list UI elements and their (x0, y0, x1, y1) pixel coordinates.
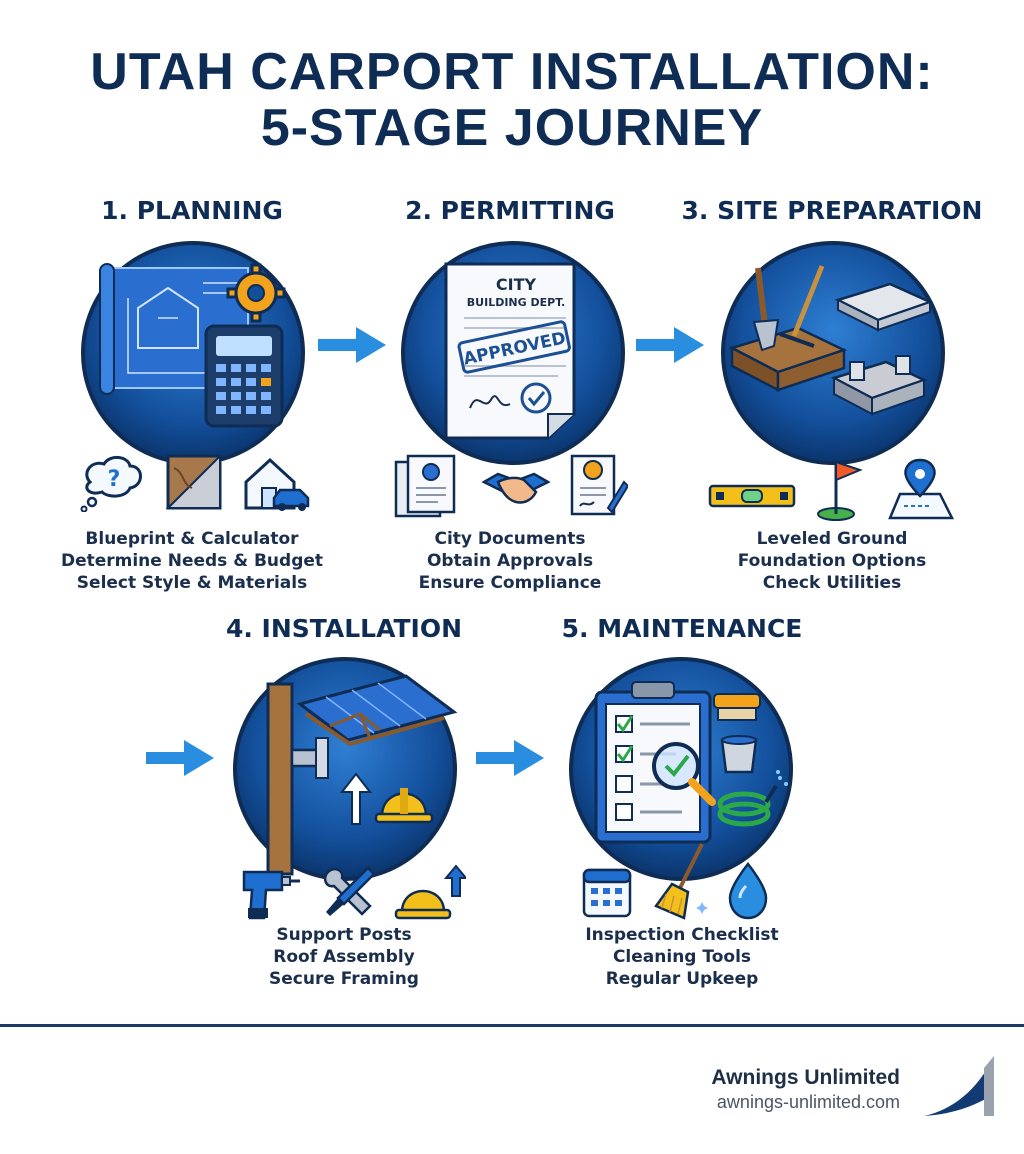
house-car-icon (244, 457, 310, 511)
stage-2-caption-line-2: Obtain Approvals (426, 551, 594, 571)
stage-2-icon-row (392, 452, 628, 518)
infographic-title-line-1: UTAH CARPORT INSTALLATION: (90, 43, 934, 101)
stage-3-illustration (718, 238, 948, 468)
stage-4-caption: Support Posts Roof Assembly Secure Frami… (174, 924, 514, 990)
stage-2-caption: City Documents Obtain Approvals Ensure C… (340, 528, 680, 594)
stage-3-caption-line-3: Check Utilities (762, 573, 902, 593)
stage-4-caption-line-2: Roof Assembly (273, 947, 415, 967)
stage-3-caption-line-1: Leveled Ground (756, 529, 908, 549)
stage-3-icon-row (706, 456, 958, 522)
stage-5-caption: Inspection Checklist Cleaning Tools Regu… (512, 924, 852, 990)
wrench-screwdriver-icon (323, 866, 376, 916)
brand-name: Awnings Unlimited (711, 1066, 900, 1089)
arrow-right-icon (146, 740, 214, 776)
survey-flag-icon (817, 460, 863, 521)
doc-city-label: CITY (496, 275, 537, 294)
stage-4-illustration (230, 654, 460, 884)
calendar-icon (582, 868, 632, 918)
documents-icon (394, 454, 456, 518)
arrow-right-icon (636, 327, 704, 363)
stage-2-caption-line-1: City Documents (434, 529, 586, 549)
thought-bubble-question-icon: ? (80, 456, 142, 512)
stage-5-caption-line-3: Regular Upkeep (605, 969, 759, 989)
svg-text:?: ? (108, 467, 121, 492)
arrow-right-icon (476, 740, 544, 776)
stage-1-illustration (78, 238, 308, 468)
stage-5-title: 5. MAINTENANCE (561, 614, 803, 643)
footer-divider (0, 1024, 1024, 1027)
stage-5-illustration (566, 654, 796, 884)
certificate-pen-icon (570, 454, 628, 516)
broom-icon (654, 843, 708, 920)
stage-3-caption: Leveled Ground Foundation Options Check … (662, 528, 1002, 594)
map-pin-icon (888, 458, 955, 520)
materials-swatch-icon (165, 453, 222, 510)
awning-logo-icon (924, 1056, 994, 1116)
arrow-right-icon (318, 327, 386, 363)
stage-1-caption-line-3: Select Style & Materials (76, 573, 308, 593)
stage-4-caption-line-1: Support Posts (276, 925, 412, 945)
stage-3-caption-line-2: Foundation Options (737, 551, 927, 571)
stage-3-title: 3. SITE PREPARATION (681, 196, 983, 225)
stage-1-icon-row: ? (78, 452, 312, 512)
spirit-level-icon (708, 484, 796, 508)
stage-1-title: 1. PLANNING (101, 196, 283, 225)
stage-1-caption-line-1: Blueprint & Calculator (85, 529, 299, 549)
stage-5-icon-row (580, 842, 770, 922)
brand-url: awnings-unlimited.com (716, 1092, 900, 1112)
infographic-title-line-2: 5-STAGE JOURNEY (260, 99, 764, 157)
power-drill-icon (242, 870, 300, 920)
stage-5-caption-line-2: Cleaning Tools (612, 947, 752, 967)
stage-2-illustration: CITY BUILDING DEPT. APPROVED (398, 238, 628, 468)
stage-1-caption-line-2: Determine Needs & Budget (60, 551, 324, 571)
stage-2-caption-line-3: Ensure Compliance (418, 573, 602, 593)
handshake-icon (481, 472, 551, 504)
hard-hat-arrow-icon (394, 864, 466, 920)
stage-1-caption: Blueprint & Calculator Determine Needs &… (22, 528, 362, 594)
stage-5-caption-line-1: Inspection Checklist (585, 925, 779, 945)
water-drop-icon (728, 862, 768, 920)
stage-4-title: 4. INSTALLATION (225, 614, 463, 643)
doc-dept-label: BUILDING DEPT. (467, 296, 565, 309)
stage-4-icon-row (240, 862, 466, 922)
stage-4-caption-line-3: Secure Framing (269, 969, 419, 989)
stage-2-title: 2. PERMITTING (405, 196, 615, 225)
